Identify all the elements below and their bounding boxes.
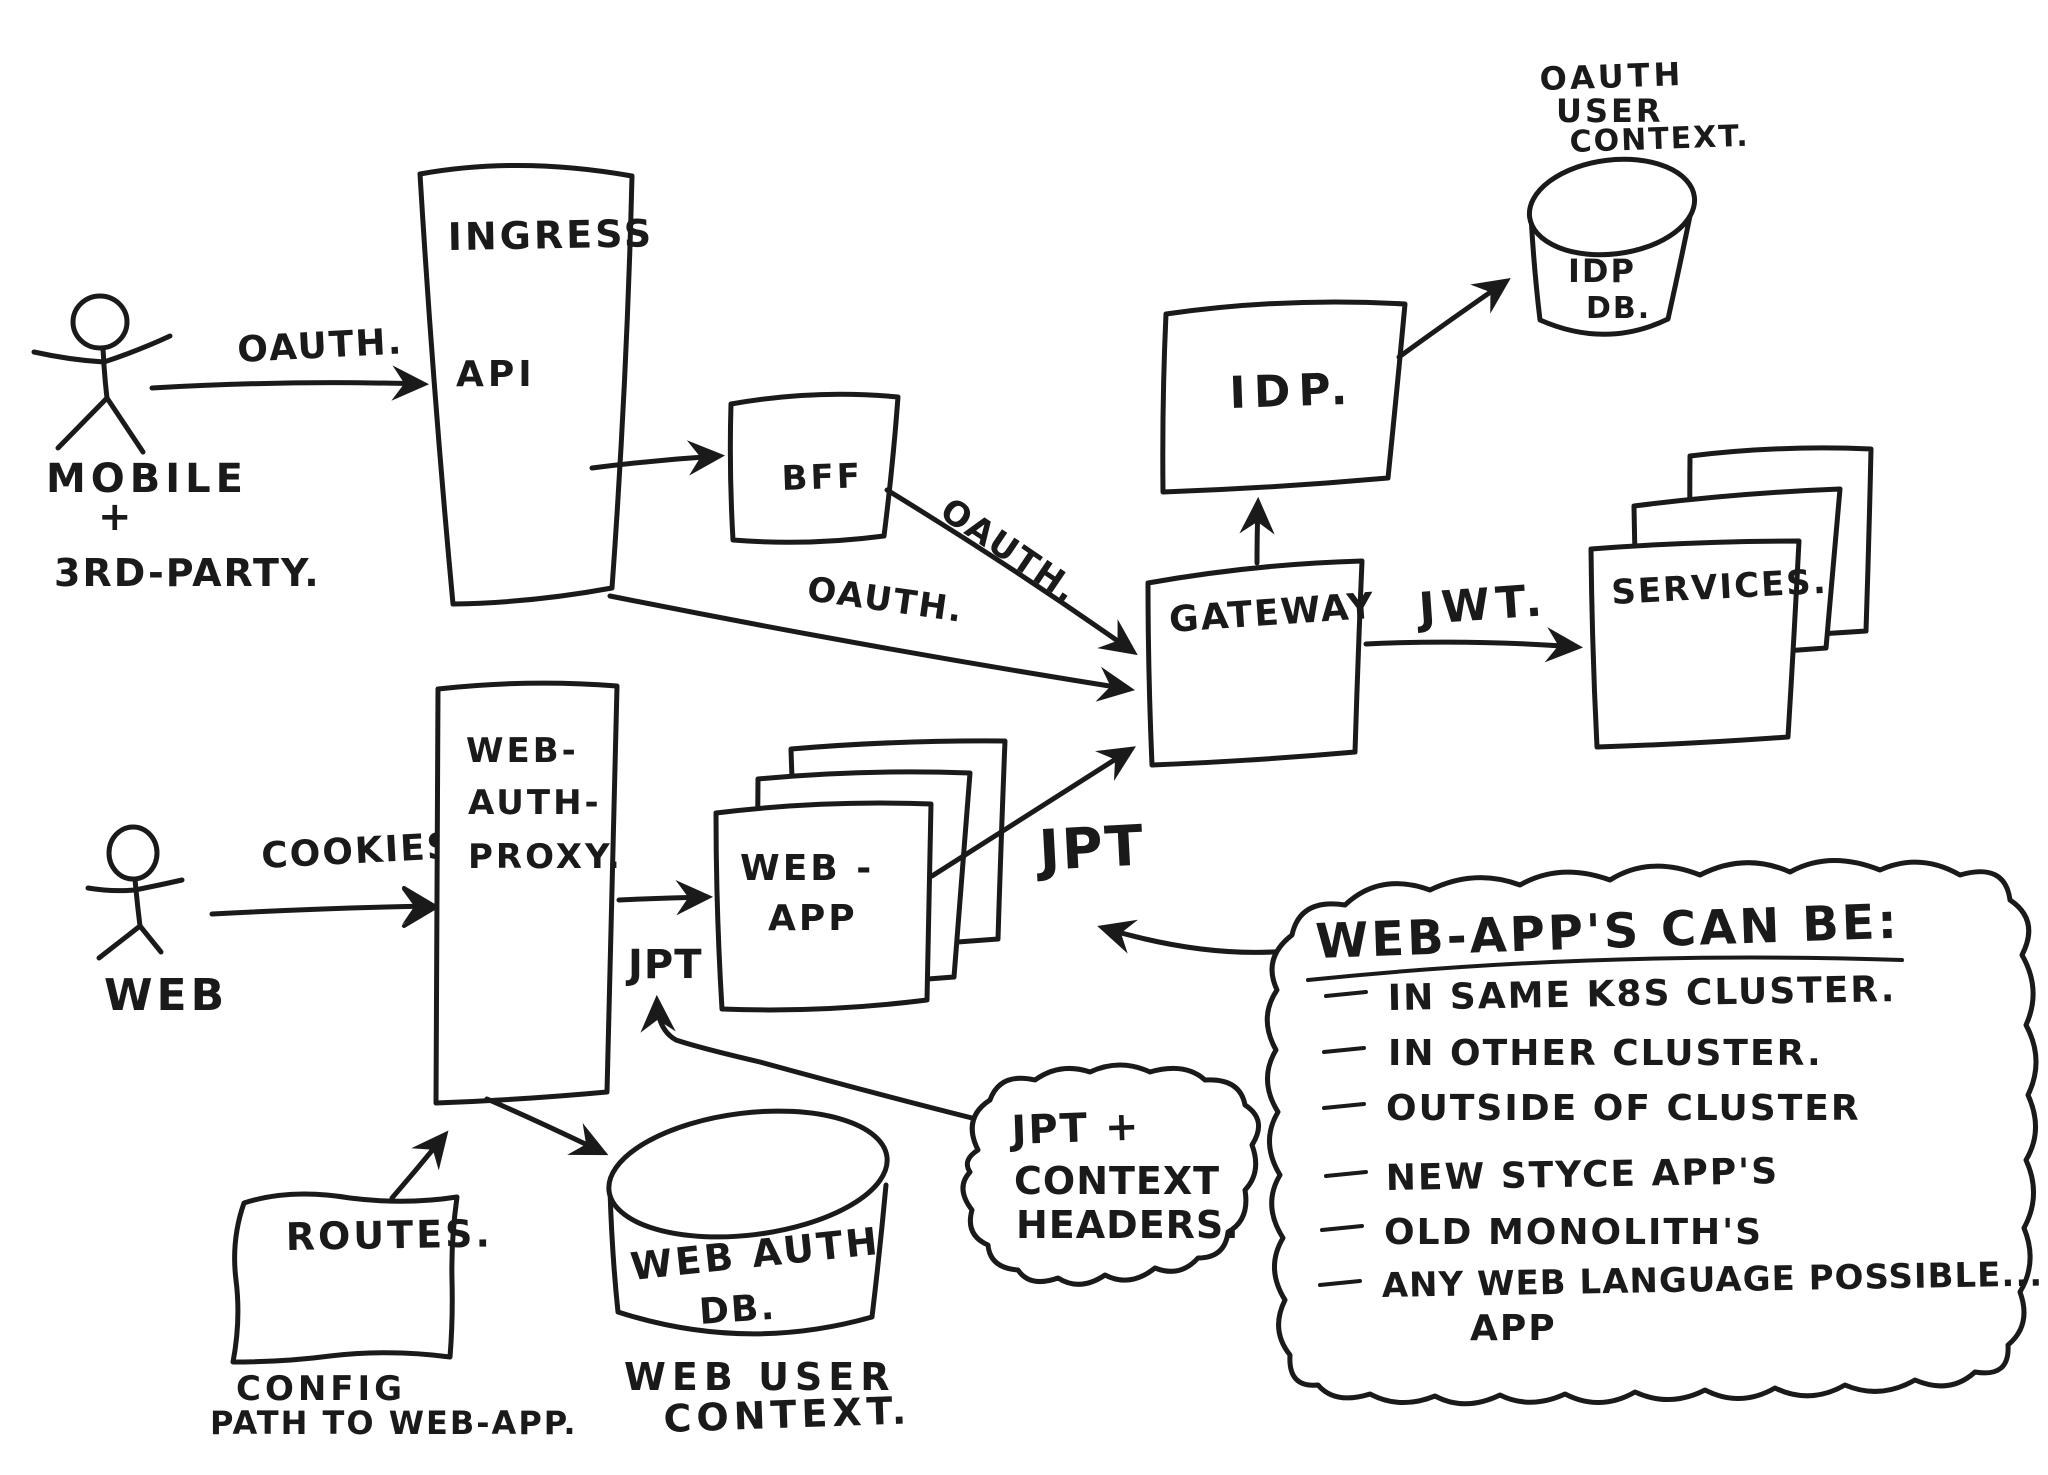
- jpt-cloud-line3: HEADERS.: [1016, 1203, 1240, 1247]
- bff-label: BFF: [781, 456, 864, 499]
- note-heading-underline: [1306, 955, 1904, 982]
- jpt-cloud-line2: CONTEXT: [1014, 1159, 1220, 1203]
- stick-figure-body: [132, 876, 143, 929]
- routes-label: ROUTES.: [285, 1211, 493, 1259]
- idp-db-caption-line3: CONTEXT.: [1569, 119, 1750, 160]
- arrow-ingress-bff: [589, 440, 726, 476]
- web-app-box-front: [713, 800, 934, 1013]
- routes-caption-line2: PATH TO WEB-APP.: [210, 1404, 578, 1442]
- note-cloud: [1264, 858, 2039, 1407]
- arrow-idp-idpdb: [1396, 277, 1511, 360]
- web-auth-db-caption-line2: CONTEXT.: [663, 1388, 912, 1441]
- note-item-6-wrap: APP: [1470, 1308, 1557, 1349]
- idp-db-line1: IDP: [1568, 252, 1636, 290]
- arrow-proxy-webauthdb: [484, 1096, 609, 1156]
- arrow-routes-proxy: [389, 1130, 449, 1201]
- note-dash-6: [1318, 1279, 1362, 1287]
- web-actor-figure: [85, 824, 185, 961]
- jpt-label-big: JPT: [1033, 814, 1146, 885]
- arrow-proxy-webapp: [616, 879, 714, 916]
- note-dash-5: [1320, 1224, 1364, 1232]
- note-item-3: OUTSIDE OF CLUSTER: [1386, 1088, 1861, 1129]
- web-label: WEB: [104, 970, 228, 1021]
- idp-db-caption-line1: OAUTH: [1539, 55, 1685, 98]
- idp-box: [1160, 299, 1408, 495]
- web-app-stack: [713, 738, 1008, 1013]
- note-dash-4: [1324, 1170, 1368, 1178]
- web-app-line2: APP: [768, 898, 858, 939]
- web-auth-proxy-line3: PROXY.: [468, 837, 623, 877]
- note-item-4: NEW STYCE APP'S: [1385, 1151, 1779, 1199]
- arrow-jptcloud-jpt: [640, 994, 983, 1123]
- stick-figure-arms: [31, 333, 173, 365]
- oauth-arrow-mobile-ingress: [149, 365, 430, 401]
- note-dash-3: [1322, 1102, 1366, 1110]
- idp-db-line2: DB.: [1586, 291, 1651, 326]
- note-item-2: IN OTHER CLUSTER.: [1388, 1033, 1823, 1074]
- note-dash-1: [1324, 990, 1368, 998]
- routes-box: [230, 1191, 460, 1365]
- jpt-cloud: [960, 1062, 1262, 1287]
- note-item-5: OLD MONOLITH'S: [1384, 1212, 1763, 1253]
- oauth-label-mobile: OAUTH.: [236, 321, 404, 371]
- stick-figure-legs: [96, 923, 164, 961]
- mobile-actor-figure: [31, 293, 173, 455]
- web-auth-proxy-line2: AUTH-: [468, 783, 602, 823]
- stick-figure-head-icon: [106, 824, 160, 882]
- stick-figure-head-icon: [70, 293, 130, 351]
- gateway-box: [1145, 558, 1365, 768]
- stick-figure-body: [100, 345, 110, 401]
- idp-db-cylinder: [1526, 156, 1698, 337]
- cookies-arrow-web-proxy: [209, 888, 440, 925]
- services-stack: [1588, 445, 1874, 750]
- idp-db-top: [1526, 156, 1698, 258]
- jpt-arrow-webapp-gateway: [929, 746, 1136, 879]
- oauth-arrow-bff-gateway: [884, 487, 1138, 656]
- jwt-label: JWT.: [1414, 575, 1549, 635]
- web-auth-proxy-line1: WEB-: [466, 731, 579, 771]
- note-item-1: IN SAME K8S CLUSTER.: [1387, 969, 1896, 1019]
- web-auth-db-line2: DB.: [698, 1287, 778, 1333]
- note-dash-2: [1322, 1046, 1366, 1054]
- mobile-label-line2: +: [98, 494, 132, 540]
- mobile-label-line3: 3RD-PARTY.: [54, 551, 321, 595]
- jwt-arrow-gateway-services: [1363, 627, 1584, 663]
- routes-caption-line1: CONFIG: [236, 1369, 406, 1409]
- oauth-label-ingress-gateway: OAUTH.: [805, 569, 966, 631]
- web-app-line1: WEB -: [740, 848, 874, 889]
- idp-label: IDP.: [1229, 364, 1356, 419]
- jpt-label-small: JPT: [625, 942, 702, 988]
- services-box-front: [1588, 538, 1802, 750]
- oauth-arrow-ingress-gateway: [607, 593, 1135, 702]
- web-auth-db-caption-line1: WEB USER: [624, 1355, 896, 1399]
- idp-db-caption-line2: USER: [1556, 92, 1664, 130]
- idp-db-body: [1528, 208, 1694, 337]
- jpt-cloud-line1: JPT +: [1008, 1104, 1141, 1155]
- mobile-label-line1: MOBILE: [46, 456, 248, 502]
- web-auth-db-cylinder: [606, 1108, 890, 1337]
- ingress-title: INGRESS: [447, 211, 654, 259]
- arrow-note-webapp: [1097, 919, 1301, 955]
- bff-box: [727, 391, 901, 545]
- stick-figure-legs: [55, 395, 146, 455]
- arrow-gateway-idp: [1239, 496, 1275, 566]
- web-auth-proxy-box: [433, 680, 620, 1106]
- web-auth-db-top: [606, 1108, 890, 1240]
- ingress-subtitle: API: [456, 354, 536, 395]
- ingress-box: [417, 162, 635, 607]
- web-auth-db-body: [607, 1182, 889, 1337]
